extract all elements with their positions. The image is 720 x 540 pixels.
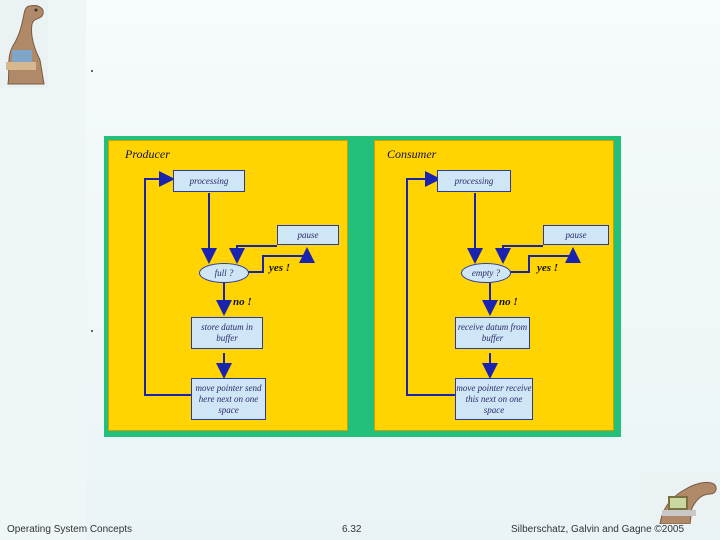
dinosaur-logo-bottom [640,472,720,524]
consumer-no-label: no ! [499,296,518,308]
consumer-title: Consumer [387,147,437,161]
consumer-panel: Consumer processing pause empty ? yes ! … [374,140,614,431]
producer-flow-arrows [144,171,315,396]
left-margin-strip [0,0,86,540]
consumer-move-pointer-box: move pointer receive this next on one sp… [455,378,533,420]
producer-panel: Producer processing pause full ? yes ! n… [108,140,348,431]
footer-slide-number: 6.32 [342,524,362,535]
producer-full-condition: full ? [199,263,249,283]
dinosaur-logo-top [0,0,48,88]
decor-dot [91,330,93,332]
consumer-empty-condition: empty ? [461,263,511,283]
producer-processing-box: processing [173,170,245,192]
consumer-processing-box: processing [437,170,511,192]
footer-course-title: Operating System Concepts [7,524,133,535]
consumer-receive-box: receive datum from buffer [455,317,530,349]
footer-copyright: Silberschatz, Galvin and Gagne ©2005 [511,524,685,535]
consumer-flow-arrows [406,171,581,396]
producer-store-box: store datum in buffer [191,317,263,349]
producer-yes-label: yes ! [269,262,291,274]
producer-pause-box: pause [277,225,339,245]
consumer-yes-label: yes ! [537,262,559,274]
producer-no-label: no ! [233,296,252,308]
decor-dot [91,70,93,72]
producer-title: Producer [125,147,170,161]
producer-move-pointer-box: move pointer send here next on one space [191,378,266,420]
producer-consumer-diagram: Producer processing pause full ? yes ! n… [104,136,621,437]
consumer-pause-box: pause [543,225,609,245]
